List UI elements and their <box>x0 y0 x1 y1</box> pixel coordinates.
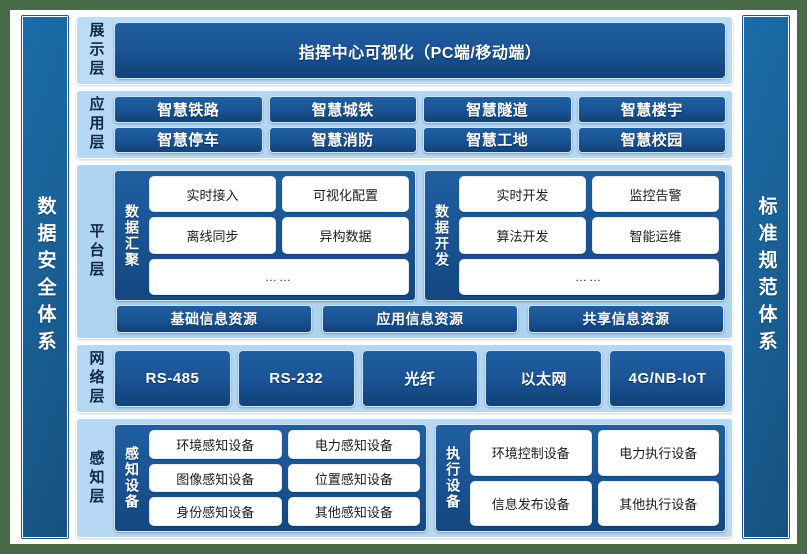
app-chip-smart-tunnel[interactable]: 智慧隧道 <box>423 96 572 123</box>
layer-display-body: 指挥中心可视化（PC端/移动端） <box>114 22 726 79</box>
platform-group-data-development: 数据开发 实时开发 监控告警 算法开发 智能运维 <box>424 170 726 301</box>
network-chip-ethernet[interactable]: 以太网 <box>485 350 603 407</box>
layer-platform-name: 平台层 <box>87 223 105 280</box>
layer-display-name: 展示层 <box>87 22 105 79</box>
layer-sensing: 感知层 感知设备 环境感知设备 电力感知设备 <box>76 418 733 538</box>
network-chip-rs485[interactable]: RS-485 <box>114 350 231 407</box>
execution-group-title: 执行设备 <box>445 446 462 510</box>
layer-network-name: 网络层 <box>87 350 105 407</box>
network-chip-rs232[interactable]: RS-232 <box>237 350 355 407</box>
platform-groups: 数据汇聚 实时接入 可视化配置 离线同步 异构数据 <box>114 170 726 301</box>
sensing-row-2: 图像感知设备 位置感知设备 <box>149 463 421 493</box>
app-chip-smart-campus[interactable]: 智慧校园 <box>577 126 726 153</box>
application-row-2: 智慧停车 智慧消防 智慧工地 智慧校园 <box>114 126 726 153</box>
app-chip-smart-construction[interactable]: 智慧工地 <box>423 126 572 153</box>
sensing-row-3: 身份感知设备 其他感知设备 <box>149 497 421 527</box>
platform-group-aggregation-title: 数据汇聚 <box>124 203 140 268</box>
dev-chip-intelligent-ops[interactable]: 智能运维 <box>592 217 719 254</box>
platform-group-development-title: 数据开发 <box>434 203 450 268</box>
application-row-1: 智慧铁路 智慧城铁 智慧隧道 智慧楼宇 <box>114 96 726 123</box>
app-chip-smart-parking[interactable]: 智慧停车 <box>114 126 263 153</box>
sensing-row-1: 环境感知设备 电力感知设备 <box>149 430 421 459</box>
layer-display: 展示层 指挥中心可视化（PC端/移动端） <box>76 16 733 85</box>
exec-chip-environment-control[interactable]: 环境控制设备 <box>470 430 592 476</box>
layer-application-body: 智慧铁路 智慧城铁 智慧隧道 智慧楼宇 智慧停车 智慧消防 智慧工地 智慧校园 <box>114 96 726 153</box>
sense-chip-other-sensor[interactable]: 其他感知设备 <box>287 497 421 527</box>
layer-display-name-wrap: 展示层 <box>83 22 109 79</box>
sensing-group-grid: 环境感知设备 电力感知设备 图像感知设备 位置感知设备 身份感知设备 其他感知设… <box>149 430 421 527</box>
network-items-row: RS-485 RS-232 光纤 以太网 4G/NB-IoT <box>114 350 726 407</box>
dev-chip-algorithm-development[interactable]: 算法开发 <box>459 217 586 254</box>
agg-chip-visual-config[interactable]: 可视化配置 <box>282 176 409 213</box>
display-banner-command-center[interactable]: 指挥中心可视化（PC端/移动端） <box>114 22 726 79</box>
exec-chip-other-actuator[interactable]: 其他执行设备 <box>597 480 720 526</box>
resource-chip-shared-information[interactable]: 共享信息资源 <box>528 305 724 333</box>
layer-platform: 平台层 数据汇聚 实时接入 可视化配置 <box>76 164 733 339</box>
layer-network: 网络层 RS-485 RS-232 光纤 以太网 4G/NB-IoT <box>76 344 733 413</box>
sense-chip-identity-sensor[interactable]: 身份感知设备 <box>149 497 282 527</box>
network-chip-4g-nbiot[interactable]: 4G/NB-IoT <box>609 350 726 407</box>
layer-sensing-name: 感知层 <box>87 449 105 507</box>
platform-information-resources: 基础信息资源 应用信息资源 共享信息资源 <box>114 305 726 333</box>
right-pillar-standards-specifications: 标准规范体系 <box>742 15 790 539</box>
left-pillar-label: 数据安全体系 <box>34 196 56 358</box>
sensing-group-execution-devices: 执行设备 环境控制设备 电力执行设备 信息发布设备 其他执行设备 <box>435 424 726 532</box>
agg-chip-ellipsis[interactable]: …… <box>149 258 409 295</box>
layer-platform-body: 数据汇聚 实时接入 可视化配置 离线同步 异构数据 <box>114 170 726 333</box>
aggregation-row-3: …… <box>149 258 409 295</box>
exec-chip-power-actuator[interactable]: 电力执行设备 <box>597 430 720 476</box>
agg-chip-heterogeneous-data[interactable]: 异构数据 <box>282 217 409 254</box>
resource-chip-application-information[interactable]: 应用信息资源 <box>322 305 518 333</box>
sense-chip-image-sensor[interactable]: 图像感知设备 <box>149 463 282 493</box>
layer-stack: 展示层 指挥中心可视化（PC端/移动端） 应用层 智慧铁路 智慧城铁 智慧隧道 … <box>76 16 733 538</box>
sensing-group-title-wrap: 感知设备 <box>121 430 143 526</box>
dev-chip-monitoring-alarm[interactable]: 监控告警 <box>592 176 719 213</box>
execution-row-2: 信息发布设备 其他执行设备 <box>470 480 720 526</box>
layer-application: 应用层 智慧铁路 智慧城铁 智慧隧道 智慧楼宇 智慧停车 智慧消防 智慧工地 智… <box>76 90 733 159</box>
development-row-2: 算法开发 智能运维 <box>459 217 719 254</box>
development-row-1: 实时开发 监控告警 <box>459 176 719 213</box>
layer-application-name: 应用层 <box>87 96 105 153</box>
platform-group-data-aggregation: 数据汇聚 实时接入 可视化配置 离线同步 异构数据 <box>114 170 416 301</box>
dev-chip-realtime-development[interactable]: 实时开发 <box>459 176 586 213</box>
app-chip-smart-firefighting[interactable]: 智慧消防 <box>268 126 417 153</box>
exec-chip-information-release[interactable]: 信息发布设备 <box>470 480 592 526</box>
network-chip-fiber[interactable]: 光纤 <box>361 350 479 407</box>
sensing-group-sensing-devices: 感知设备 环境感知设备 电力感知设备 图像感知设备 位置感知设备 <box>114 424 428 532</box>
layer-application-name-wrap: 应用层 <box>83 96 109 153</box>
execution-row-1: 环境控制设备 电力执行设备 <box>470 430 720 476</box>
sense-chip-position-sensor[interactable]: 位置感知设备 <box>287 463 421 493</box>
architecture-diagram-sheet: 数据安全体系 展示层 指挥中心可视化（PC端/移动端） 应用层 智慧铁路 智慧城… <box>10 10 797 544</box>
layer-platform-name-wrap: 平台层 <box>83 170 109 333</box>
dev-chip-ellipsis[interactable]: …… <box>459 258 719 295</box>
sense-chip-power-sensor[interactable]: 电力感知设备 <box>287 430 421 459</box>
left-pillar-data-security: 数据安全体系 <box>21 15 69 539</box>
layer-network-name-wrap: 网络层 <box>83 350 109 407</box>
resource-chip-basic-information[interactable]: 基础信息资源 <box>116 305 312 333</box>
agg-chip-realtime-ingest[interactable]: 实时接入 <box>149 176 276 213</box>
sensing-groups: 感知设备 环境感知设备 电力感知设备 图像感知设备 位置感知设备 <box>114 424 726 532</box>
sense-chip-environment-sensor[interactable]: 环境感知设备 <box>149 430 282 459</box>
execution-group-grid: 环境控制设备 电力执行设备 信息发布设备 其他执行设备 <box>470 430 720 526</box>
app-chip-smart-railway[interactable]: 智慧铁路 <box>114 96 263 123</box>
platform-group-aggregation-grid: 实时接入 可视化配置 离线同步 异构数据 …… <box>149 176 409 295</box>
layer-network-body: RS-485 RS-232 光纤 以太网 4G/NB-IoT <box>114 350 726 407</box>
agg-chip-offline-sync[interactable]: 离线同步 <box>149 217 276 254</box>
right-pillar-label: 标准规范体系 <box>755 196 777 358</box>
layer-sensing-name-wrap: 感知层 <box>83 424 109 532</box>
sensing-group-title: 感知设备 <box>124 446 140 510</box>
platform-group-development-title-wrap: 数据开发 <box>431 176 453 295</box>
execution-group-title-wrap: 执行设备 <box>442 430 464 526</box>
app-chip-smart-building[interactable]: 智慧楼宇 <box>577 96 726 123</box>
platform-group-aggregation-title-wrap: 数据汇聚 <box>121 176 143 295</box>
development-row-3: …… <box>459 258 719 295</box>
app-chip-smart-metro[interactable]: 智慧城铁 <box>268 96 417 123</box>
aggregation-row-2: 离线同步 异构数据 <box>149 217 409 254</box>
aggregation-row-1: 实时接入 可视化配置 <box>149 176 409 213</box>
layer-sensing-body: 感知设备 环境感知设备 电力感知设备 图像感知设备 位置感知设备 <box>114 424 726 532</box>
platform-group-development-grid: 实时开发 监控告警 算法开发 智能运维 …… <box>459 176 719 295</box>
